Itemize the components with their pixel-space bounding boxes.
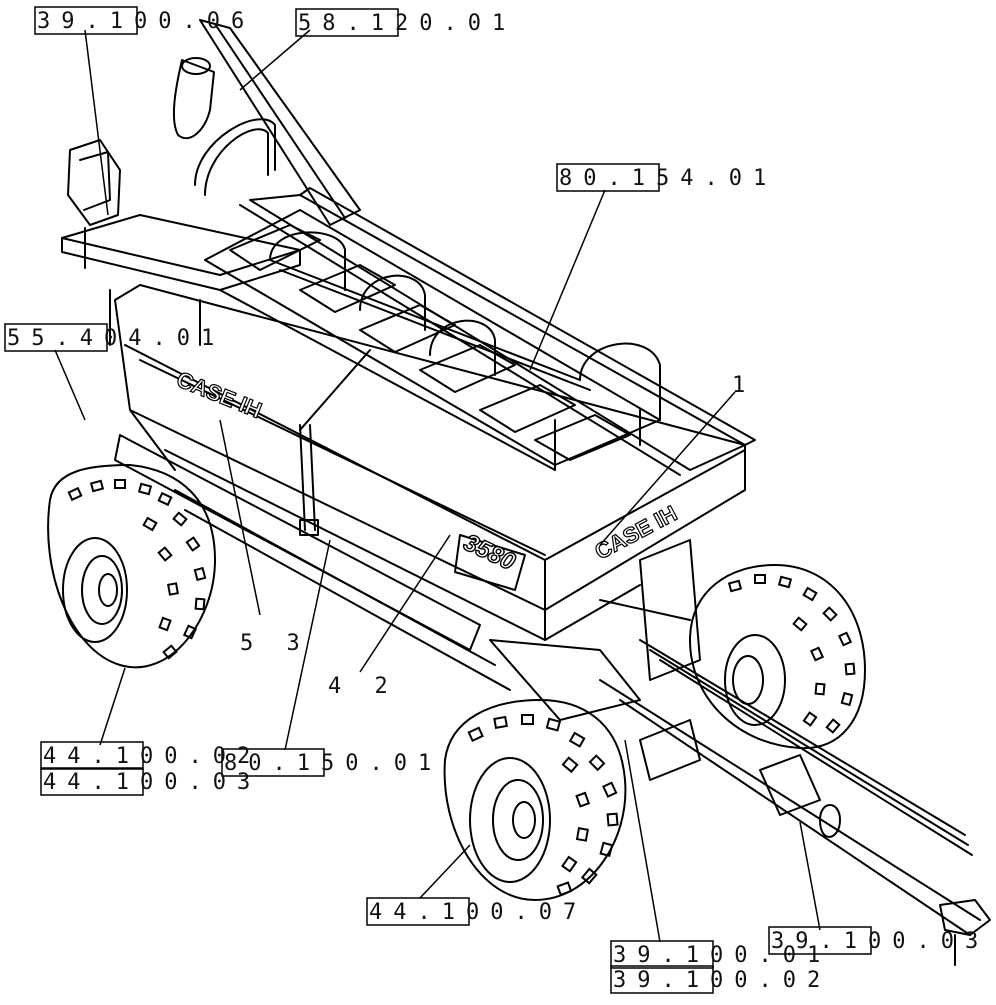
- ref-label: 39.100.06: [37, 9, 255, 34]
- callout-number: 1: [732, 373, 755, 398]
- callout-number: 4 2: [328, 674, 398, 699]
- brand-decal-side: CASE IH: [173, 366, 265, 423]
- ref-label: 39.100.03: [771, 929, 989, 954]
- ref-label: 39.100.02: [613, 968, 831, 993]
- callout-number: 5 3: [240, 631, 310, 656]
- wheel-front-right: [689, 564, 866, 750]
- ref-label: 80.154.01: [559, 166, 777, 191]
- leader-lines: [54, 29, 821, 943]
- ref-label: 58.120.01: [298, 11, 516, 36]
- ref-label: 55.404.01: [7, 326, 225, 351]
- reference-labels: 39.100.06 58.120.01 80.154.01 55.404.01 …: [7, 9, 989, 993]
- model-decal: 3580: [459, 529, 519, 576]
- ref-label: 80.150.01: [224, 751, 442, 776]
- reference-boxes: [4, 6, 872, 994]
- ref-label: 44.100.07: [369, 900, 587, 925]
- wheel-rear-left: [47, 464, 216, 669]
- hopper-body: [114, 284, 746, 641]
- wheel-front-left: [443, 699, 627, 901]
- tire-treads: [67, 479, 856, 897]
- ref-label: 44.100.02: [43, 744, 261, 769]
- ref-label: 39.100.01: [613, 943, 831, 968]
- auger: [172, 19, 361, 226]
- ref-label: 44.100.03: [43, 770, 261, 795]
- item-callouts: 1 4 2 5 3: [240, 373, 755, 699]
